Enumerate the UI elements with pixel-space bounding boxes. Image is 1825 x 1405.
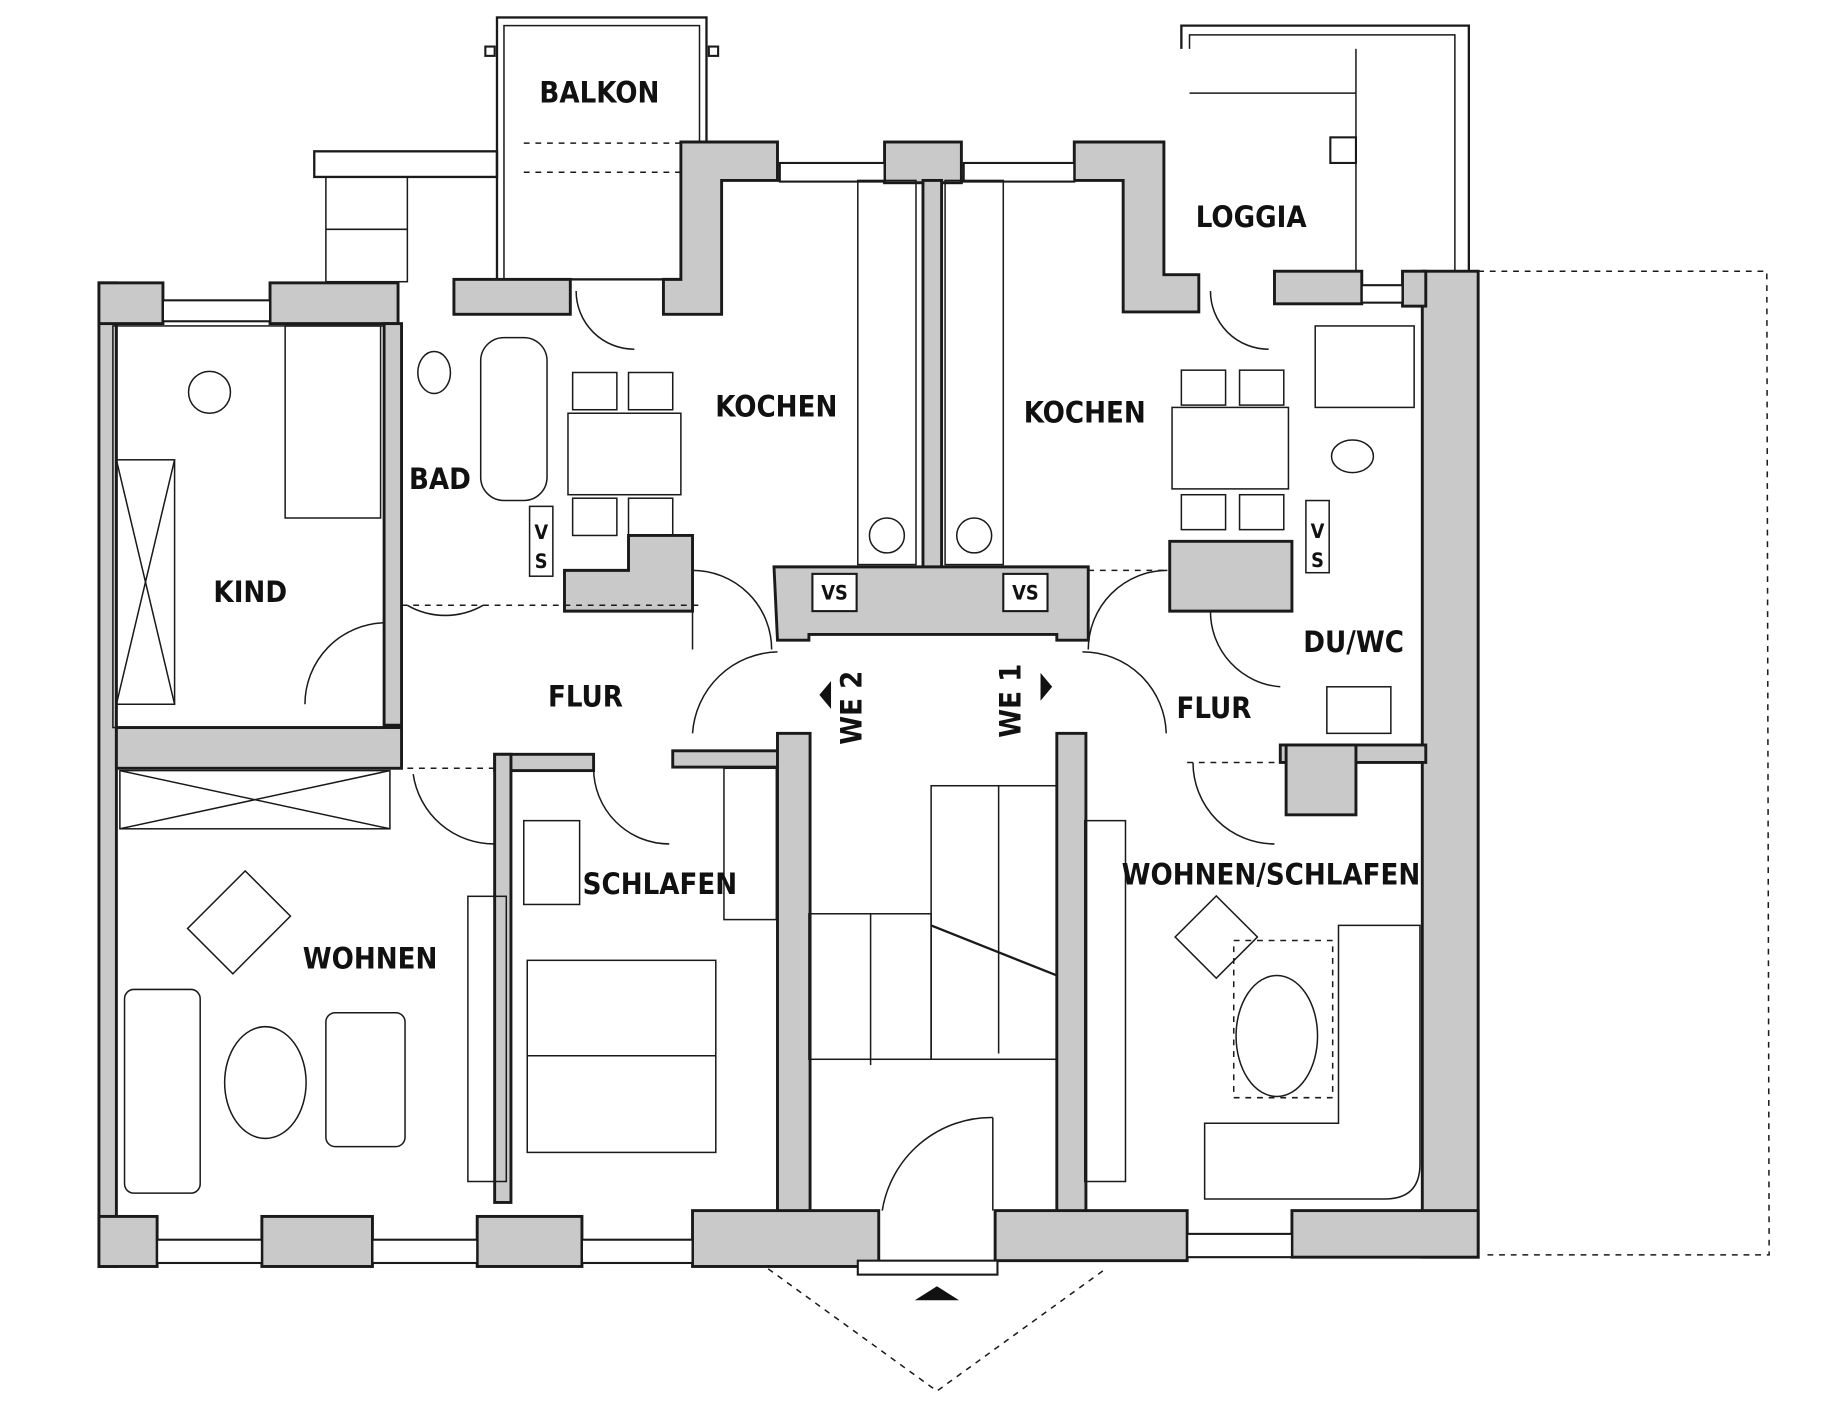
shaft-label-bad-v: V [534,521,548,544]
room-label-flur-right: FLUR [1177,691,1252,725]
shaft-label-vs-right: VS [1012,581,1039,604]
shaft-label-vs-left: VS [821,581,848,604]
staircase [808,784,1058,1066]
room-label-schlafen: SCHLAFEN [583,867,737,901]
room-label-flur-left: FLUR [548,680,623,714]
shafts [811,572,1049,613]
room-label-loggia: LOGGIA [1196,200,1308,234]
windows [156,161,1404,1276]
shaft-label-duwc-v: V [1311,520,1325,543]
loggia [1180,24,1471,274]
unit-arrows [819,672,1053,709]
room-label-du-wc: DU/WC [1303,625,1404,659]
room-label-balkon: BALKON [539,75,659,109]
room-label-bad: BAD [409,462,471,496]
room-label-wohnen-schlafen: WOHNEN/SCHLAFEN [1122,858,1421,892]
shaft-label-bad-s: S [535,550,548,573]
arrow-right-icon [1040,672,1053,701]
neighbour-outline [1478,270,1770,1256]
entrance-arrow-icon [914,1286,960,1301]
balcony [313,16,720,283]
walls [97,140,1480,1268]
room-label-kochen-left: KOCHEN [715,390,837,424]
arrow-left-icon [819,680,832,709]
furniture [112,179,1421,1200]
shaft-label-duwc-s: S [1311,549,1324,572]
unit-label-we2: WE 2 [834,671,868,745]
room-label-kochen-right: KOCHEN [1024,396,1146,430]
doors [304,291,1281,1211]
room-label-wohnen: WOHNEN [303,941,438,975]
room-label-kind: KIND [213,575,287,609]
unit-label-we1: WE 1 [994,664,1028,738]
